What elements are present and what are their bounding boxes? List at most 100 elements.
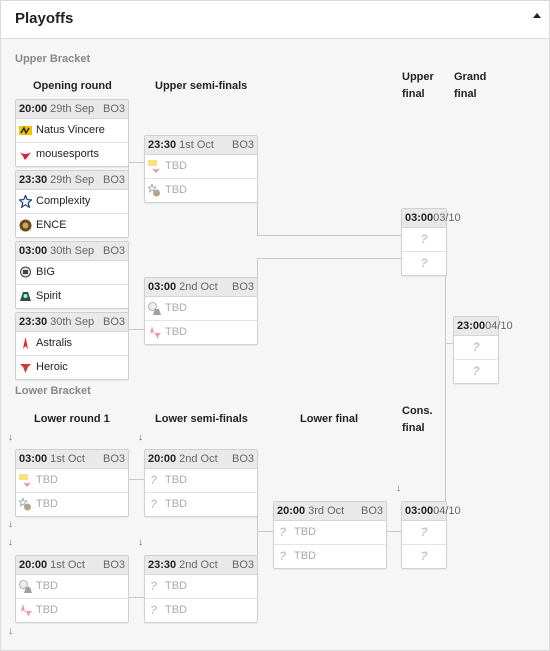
match-format: BO3 [102,103,125,115]
team-row[interactable]: Natus Vincere [16,119,128,143]
panel-header[interactable]: Playoffs [1,1,549,39]
team-row[interactable]: ?TBD [145,469,257,493]
big-spirit-faded-icon [148,302,161,315]
team-name: TBD [165,498,187,510]
team-name: Spirit [36,290,62,302]
match-time: 20:00 [19,103,48,115]
team-row[interactable]: TBD [16,575,128,599]
team-name: TBD [165,160,187,172]
mouz-logo-icon [20,152,31,160]
arrow-down-icon: ↓ [8,432,13,443]
team-row[interactable]: ? [402,545,446,568]
match-date: 1st Oct [179,139,214,151]
team-row[interactable]: ENCE [16,214,128,237]
unknown-team-icon: ? [150,603,158,617]
match-format: BO3 [102,559,125,571]
match-date: 2nd Oct [179,559,218,571]
team-row[interactable]: TBD [145,321,257,344]
unknown-team-icon: ? [420,525,428,539]
match-format: BO3 [231,559,254,571]
round-title-cons-final: Cons. final [402,405,433,434]
match-date: 2nd Oct [179,453,218,465]
match-format: BO3 [102,174,125,186]
match-upper-final[interactable]: 03:0003/10 ? ? [401,208,461,276]
team-row[interactable]: TBD [16,469,128,493]
team-row[interactable]: mousesports [16,143,128,166]
navi-mouz-faded-icon [148,160,160,173]
team-name: TBD [165,302,187,314]
team-row[interactable]: TBD [145,155,257,179]
team-name: Natus Vincere [36,124,105,136]
match-date: 1st Oct [50,453,85,465]
team-row[interactable]: Complexity [16,190,128,214]
team-row[interactable]: ?TBD [274,545,386,568]
match-date: 29th Sep [50,103,95,115]
lower-bracket-title: Lower Bracket [15,385,91,397]
team-row[interactable]: ?TBD [145,575,257,599]
complexity-ence-faded-icon [19,498,31,511]
team-row[interactable]: Astralis [16,332,128,356]
team-name: mousesports [36,148,99,160]
team-row[interactable]: BIG [16,261,128,285]
match-time: 23:30 [148,559,177,571]
unknown-team-icon: ? [150,497,158,511]
round-title-lower-final: Lower final [300,413,359,425]
unknown-team-icon: ? [472,364,480,378]
team-row[interactable]: ? [454,336,498,360]
team-name: TBD [294,550,316,562]
match-grand-final[interactable]: 23:0004/10 ? ? [453,316,513,384]
unknown-team-icon: ? [150,579,158,593]
collapse-caret-icon[interactable] [533,13,541,18]
team-row[interactable]: TBD [16,599,128,622]
team-row[interactable]: ? TBD [145,599,257,622]
complexity-star-icon [19,195,32,208]
match-time: 23:30 [148,139,177,151]
match-cons-final[interactable]: 03:0004/10 ? ? [401,501,461,569]
match-format: BO3 [102,245,125,257]
match-format: BO3 [231,281,254,293]
team-row[interactable]: Spirit [16,285,128,308]
arrow-down-icon: ↓ [138,537,143,548]
team-row[interactable]: ? [402,228,446,252]
team-name: TBD [36,604,58,616]
team-row[interactable]: ?TBD [274,521,386,545]
match-date: 03/10 [433,212,461,224]
team-row[interactable]: ? [402,521,446,545]
team-row[interactable]: Heroic [16,356,128,379]
match-date: 3rd Oct [308,505,345,517]
unknown-team-icon: ? [420,232,428,246]
match-time: 23:30 [19,174,48,186]
unknown-team-icon: ? [420,549,428,563]
match-time: 23:30 [19,316,48,328]
team-row[interactable]: TBD [16,493,128,516]
match-date: 30th Sep [50,316,95,328]
panel-title: Playoffs [15,10,74,27]
match-format: BO3 [360,505,383,517]
arrow-down-icon: ↓ [8,537,13,548]
match-format: BO3 [102,453,125,465]
team-name: TBD [165,604,187,616]
team-name: TBD [165,326,187,338]
unknown-team-icon: ? [420,256,428,270]
team-row[interactable]: ? TBD [145,493,257,516]
round-title-lower-r1: Lower round 1 [34,413,110,425]
match-time: 20:00 [148,453,177,465]
match-date: 29th Sep [50,174,95,186]
unknown-team-icon: ? [472,340,480,354]
team-row[interactable]: TBD [145,179,257,202]
team-row[interactable]: ? [402,252,446,275]
team-row[interactable]: TBD [145,297,257,321]
team-row[interactable]: ? [454,360,498,383]
team-name: Heroic [36,361,68,373]
